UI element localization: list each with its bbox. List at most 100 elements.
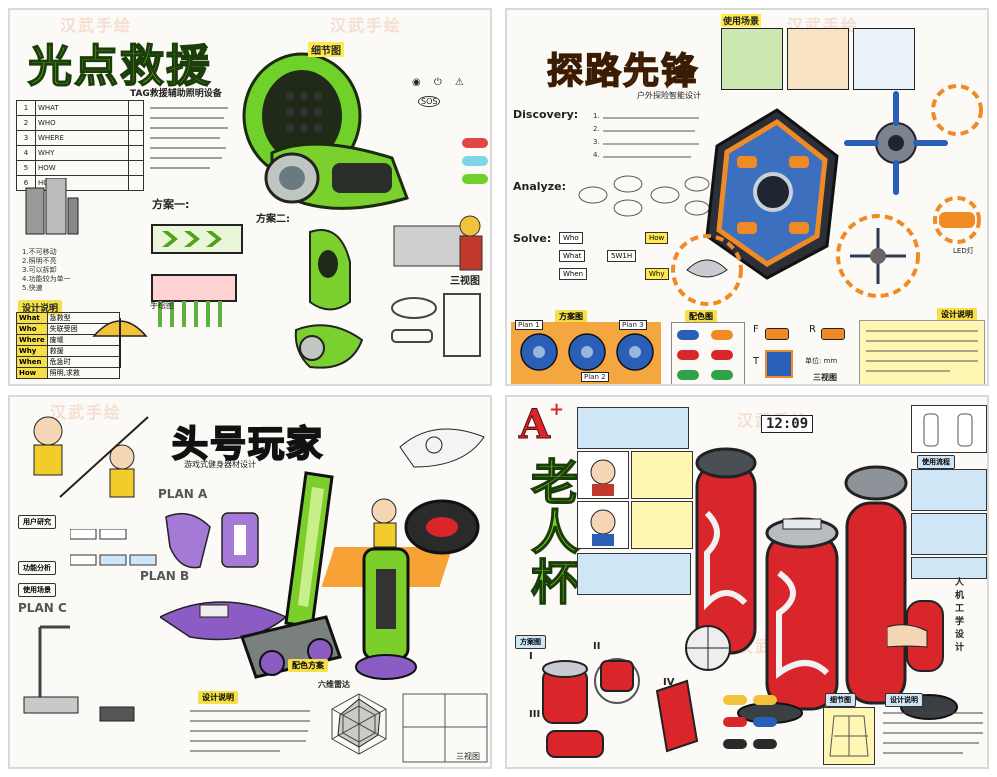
description-lines [150, 107, 228, 169]
user-figures [33, 416, 149, 498]
label-plan2: 方案二: [256, 214, 290, 225]
power-icon: ⏻ [433, 77, 442, 88]
watermark: 汉武手绘 [60, 16, 133, 35]
flow-box-1: Who [559, 232, 583, 244]
label-analyze: Analyze: [513, 180, 566, 193]
board-subtitle: 游戏式健身器材设计 [184, 460, 256, 469]
label-design: 设计说明 [198, 691, 238, 704]
view-r: R [809, 324, 816, 335]
swatch-green [677, 370, 699, 380]
color-swatch-red [462, 138, 488, 148]
three-view-drawings [391, 293, 481, 357]
three-view-grid [402, 693, 488, 763]
discovery-lines [603, 117, 699, 158]
board-elderly-cup: 汉武手绘 汉武手绘 A + 老人杯 12:09 使用流程 人 [505, 395, 989, 769]
plan-ab-renders [160, 512, 288, 641]
label-led: LED灯 [953, 247, 974, 255]
plan1-sketch [151, 224, 243, 327]
plan-a-label: PLAN A [158, 487, 208, 501]
main-product-render [705, 108, 839, 280]
label-plan: 方案图 [515, 635, 546, 649]
rescue-scene [393, 215, 483, 271]
right-view [821, 328, 845, 340]
design-note-lines [883, 712, 983, 754]
city-sketch [25, 178, 79, 235]
roman-1: I [529, 651, 533, 662]
flow-box-5: Why [645, 268, 669, 280]
label-design: 设计说明 [18, 300, 63, 315]
scene-frame-1 [721, 28, 783, 90]
function-icons: ◉ ⏻ ⚠ SOS [412, 70, 490, 108]
board-ready-player: 汉武手绘 头号玩家 游戏式健身器材设计 用户研究 功能分析 使用场景 PLAN … [8, 395, 492, 769]
color-swatch-green [462, 174, 488, 184]
board-title: 老人杯 [521, 456, 579, 608]
board-path-pioneer: 汉武手绘 探路先锋 户外探险智能设计 使用场景 Discovery: 1. 2.… [505, 8, 989, 386]
scene-panel-2 [911, 513, 987, 555]
umbrella-sketch [92, 318, 148, 368]
swatch-orange [711, 330, 733, 340]
label-detail: 细节图 [308, 42, 344, 57]
watermark: 汉武手绘 [50, 403, 123, 422]
watermark: 汉武手绘 [330, 16, 403, 35]
persona-info-1 [631, 451, 693, 499]
color-swatch-cyan [462, 156, 488, 166]
roman-3: III [529, 709, 541, 720]
label-solve: Solve: [513, 232, 552, 245]
plan-2-label: Plan 2 [581, 372, 609, 382]
scene-frame-2 [787, 28, 849, 90]
board-subtitle: 户外探险智能设计 [637, 91, 701, 100]
top-view [765, 350, 793, 378]
plan-c-render [23, 625, 135, 722]
board-title: 头号玩家 [171, 422, 325, 466]
swatch-red-2 [711, 350, 733, 360]
label-three-view: 三视图 [450, 276, 480, 287]
board-subtitle: TAG救援辅助照明设备 [130, 89, 222, 99]
scene-panel-3 [911, 557, 987, 579]
roman-2: II [593, 641, 601, 652]
title-plus: + [549, 399, 567, 420]
process-panel [577, 553, 691, 595]
view-f: F [753, 324, 759, 335]
plan-1-label: Plan 1 [515, 320, 543, 330]
main-product-render [695, 447, 908, 711]
left-label-3: 使用场景 [18, 583, 56, 597]
swatch-blue [677, 330, 699, 340]
persona-avatar-1 [577, 451, 629, 499]
scene-frame-3 [853, 28, 915, 90]
detail-panel-1 [911, 405, 987, 453]
main-product-render [242, 52, 409, 210]
clock-display: 12:09 [761, 415, 814, 433]
view-t: T [753, 356, 760, 367]
sos-icon: SOS [418, 96, 441, 107]
label-sketch: 手绘图 [150, 301, 174, 310]
plan2-sketch [294, 229, 364, 369]
warning-icon: ⚠ [454, 77, 464, 88]
label-color: 配色图 [685, 310, 717, 323]
callout-circles [931, 84, 983, 244]
drone-render [844, 91, 948, 195]
callout-drone [836, 214, 920, 298]
callout-propeller [671, 234, 743, 306]
label-plan: 方案图 [555, 310, 587, 323]
label-design: 设计说明 [937, 308, 977, 321]
side-text: 人 机 工 学 设 计 [955, 578, 965, 653]
front-view [765, 328, 789, 340]
problem-list: 1.不可移动 2.照明不亮 3.可以拆卸 4.功能较为单一 5.快速 [22, 248, 71, 292]
research-boxes [70, 529, 157, 566]
label-plan1: 方案一: [152, 198, 190, 211]
label-scene: 使用场景 [721, 14, 762, 27]
label-detail: 细节图 [825, 693, 856, 707]
design-note-box [859, 320, 985, 384]
analyze-mindmap [578, 175, 710, 217]
flow-box-3: When [559, 268, 588, 280]
board-title: 光点救援 [27, 40, 212, 93]
plan-renders [520, 333, 654, 371]
controller-render [399, 428, 485, 555]
persona-avatar-2 [577, 501, 629, 549]
location-icon: ◉ [412, 77, 421, 88]
plan-3-label: Plan 3 [619, 320, 647, 330]
radar-chart [331, 693, 387, 755]
hand-cup-sketch [887, 600, 944, 672]
